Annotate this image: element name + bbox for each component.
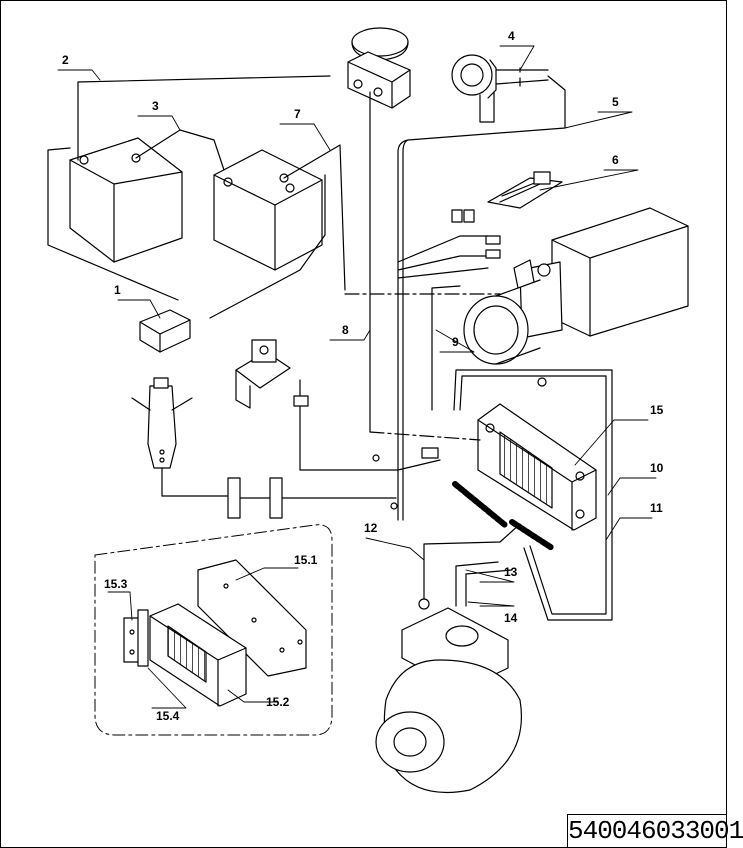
callout-4: 4 bbox=[508, 29, 515, 43]
exploded-view-frame bbox=[94, 524, 333, 736]
battery-right bbox=[213, 149, 323, 271]
callout-2: 2 bbox=[62, 53, 69, 67]
controller-mount-plate bbox=[197, 559, 307, 677]
drawing-number: 540046033001 bbox=[567, 814, 743, 848]
callout-15-3: 15.3 bbox=[104, 577, 128, 591]
callout-7: 7 bbox=[294, 107, 301, 121]
motor-controller bbox=[477, 403, 597, 531]
callout-5: 5 bbox=[612, 95, 619, 109]
callout-6: 6 bbox=[612, 153, 619, 167]
microswitch-bracket bbox=[487, 171, 563, 209]
callout-14: 14 bbox=[504, 611, 518, 625]
hydraulic-pump-unit bbox=[463, 207, 689, 365]
callout-13: 13 bbox=[504, 565, 518, 579]
emergency-stop-switch bbox=[347, 27, 411, 109]
cable-5 bbox=[397, 75, 566, 521]
key-switch-bracket bbox=[235, 339, 309, 409]
callout-15-4: 15.4 bbox=[156, 709, 180, 723]
traction-motor bbox=[375, 607, 522, 794]
cable-7 bbox=[283, 144, 346, 291]
battery-connector bbox=[139, 309, 191, 353]
callout-10: 10 bbox=[650, 461, 664, 475]
callout-15-2: 15.2 bbox=[266, 695, 290, 709]
callout-15-1: 15.1 bbox=[294, 553, 318, 567]
cable-battery-to-connector bbox=[47, 147, 326, 319]
callout-11: 11 bbox=[650, 501, 663, 515]
callout-15: 15 bbox=[650, 403, 664, 417]
horn bbox=[451, 54, 549, 123]
callout-labels: 2 3 7 1 4 5 6 8 9 15 10 11 12 13 14 15.1… bbox=[62, 29, 664, 723]
battery-left bbox=[69, 137, 183, 263]
callout-8: 8 bbox=[342, 323, 349, 337]
tiller-handle bbox=[131, 377, 193, 469]
callout-3: 3 bbox=[152, 99, 159, 113]
controller-exploded bbox=[149, 603, 247, 707]
cable-2 bbox=[77, 75, 331, 161]
callout-9: 9 bbox=[452, 335, 459, 349]
contactor bbox=[123, 609, 149, 667]
wiring-diagram: 2 3 7 1 4 5 6 8 9 15 10 11 12 13 14 15.1… bbox=[47, 27, 689, 794]
callout-1: 1 bbox=[114, 283, 121, 297]
cable-3 bbox=[135, 129, 225, 171]
cable-9 bbox=[431, 285, 461, 411]
callout-12: 12 bbox=[364, 521, 378, 535]
leader-lines bbox=[57, 45, 657, 709]
